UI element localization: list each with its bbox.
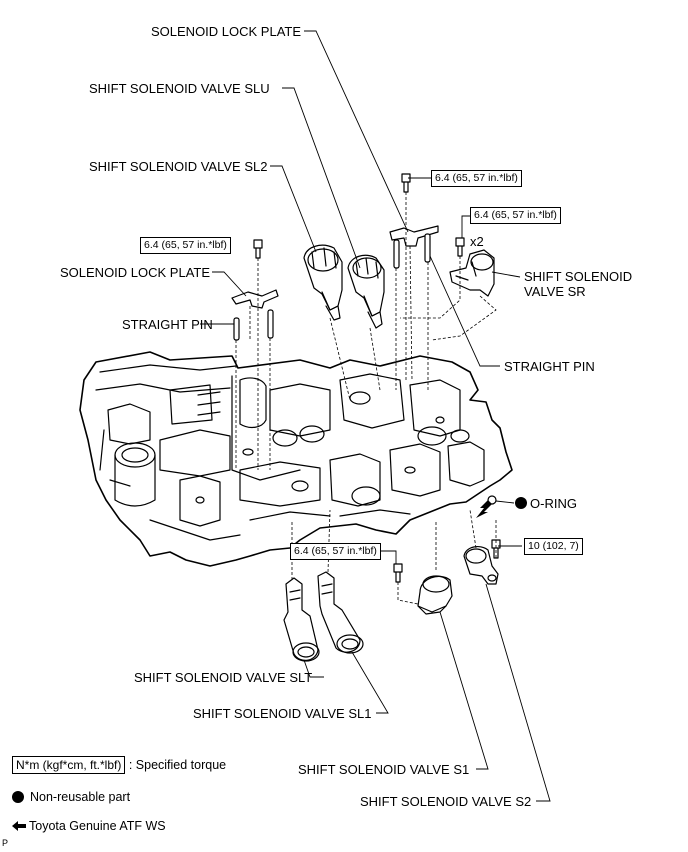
bolts [253,173,501,583]
shift-solenoid-valve-sl1 [317,571,364,654]
label-shift-solenoid-valve-sr-line2: VALVE SR [524,284,586,299]
shift-solenoid-valve-s2 [463,546,499,585]
non-reusable-dot-icon [515,497,527,509]
legend-non-reusable-text: Non-reusable part [30,790,131,804]
label-shift-solenoid-valve-s2: SHIFT SOLENOID VALVE S2 [360,794,532,809]
legend-atf-text: Toyota Genuine ATF WS [29,819,166,833]
corner-mark: P [2,838,9,848]
label-solenoid-lock-plate-top: SOLENOID LOCK PLATE [151,24,302,39]
torque-s1-bolt: 6.4 (65, 57 in.*lbf) [290,543,381,560]
valve-body [79,351,513,567]
assembly-dashed-lines [235,192,497,605]
solenoid-lock-plate-top [389,225,439,247]
label-straight-pin-right: STRAIGHT PIN [504,359,595,374]
label-shift-solenoid-valve-sl1: SHIFT SOLENOID VALVE SL1 [193,706,372,721]
label-shift-solenoid-valve-sr-line1: SHIFT SOLENOID [524,269,633,284]
non-reusable-legend-dot-icon [12,791,24,803]
torque-s2-bolt: 10 (102, 7) [524,538,583,555]
shift-solenoid-valve-slu [347,254,385,329]
straight-pins [233,233,431,341]
label-solenoid-lock-plate-left: SOLENOID LOCK PLATE [60,265,211,280]
shift-solenoid-valve-sr [449,249,495,297]
label-shift-solenoid-valve-sl2: SHIFT SOLENOID VALVE SL2 [89,159,268,174]
label-straight-pin-left: STRAIGHT PIN [122,317,213,332]
torque-sr-bolt: 6.4 (65, 57 in.*lbf) [470,207,561,224]
legend-non-reusable: Non-reusable part [12,790,130,805]
label-o-ring: O-RING [530,496,577,511]
atf-legend-arrow-icon [12,821,26,831]
shift-solenoid-valve-slt [283,577,320,662]
solenoid-lock-plate-left [231,289,279,309]
label-shift-solenoid-valve-slu: SHIFT SOLENOID VALVE SLU [89,81,270,96]
atf-arrow-icon [476,500,492,518]
legend-atf: Toyota Genuine ATF WS [12,819,166,834]
legend-torque-box: N*m (kgf*cm, ft.*lbf) [12,756,126,774]
label-x2: x2 [470,234,484,249]
legend-torque-text: : Specified torque [128,758,227,772]
leader-lines [200,30,551,802]
shift-solenoid-valve-sl2 [303,244,343,321]
legend-specified-torque: N*m (kgf*cm, ft.*lbf) : Specified torque [12,756,227,774]
shift-solenoid-valve-s1 [417,575,453,615]
torque-left-bolt: 6.4 (65, 57 in.*lbf) [140,237,231,254]
label-shift-solenoid-valve-s1: SHIFT SOLENOID VALVE S1 [298,762,470,777]
label-shift-solenoid-valve-slt: SHIFT SOLENOID VALVE SLT [134,670,313,685]
torque-top-bolt: 6.4 (65, 57 in.*lbf) [431,170,522,187]
